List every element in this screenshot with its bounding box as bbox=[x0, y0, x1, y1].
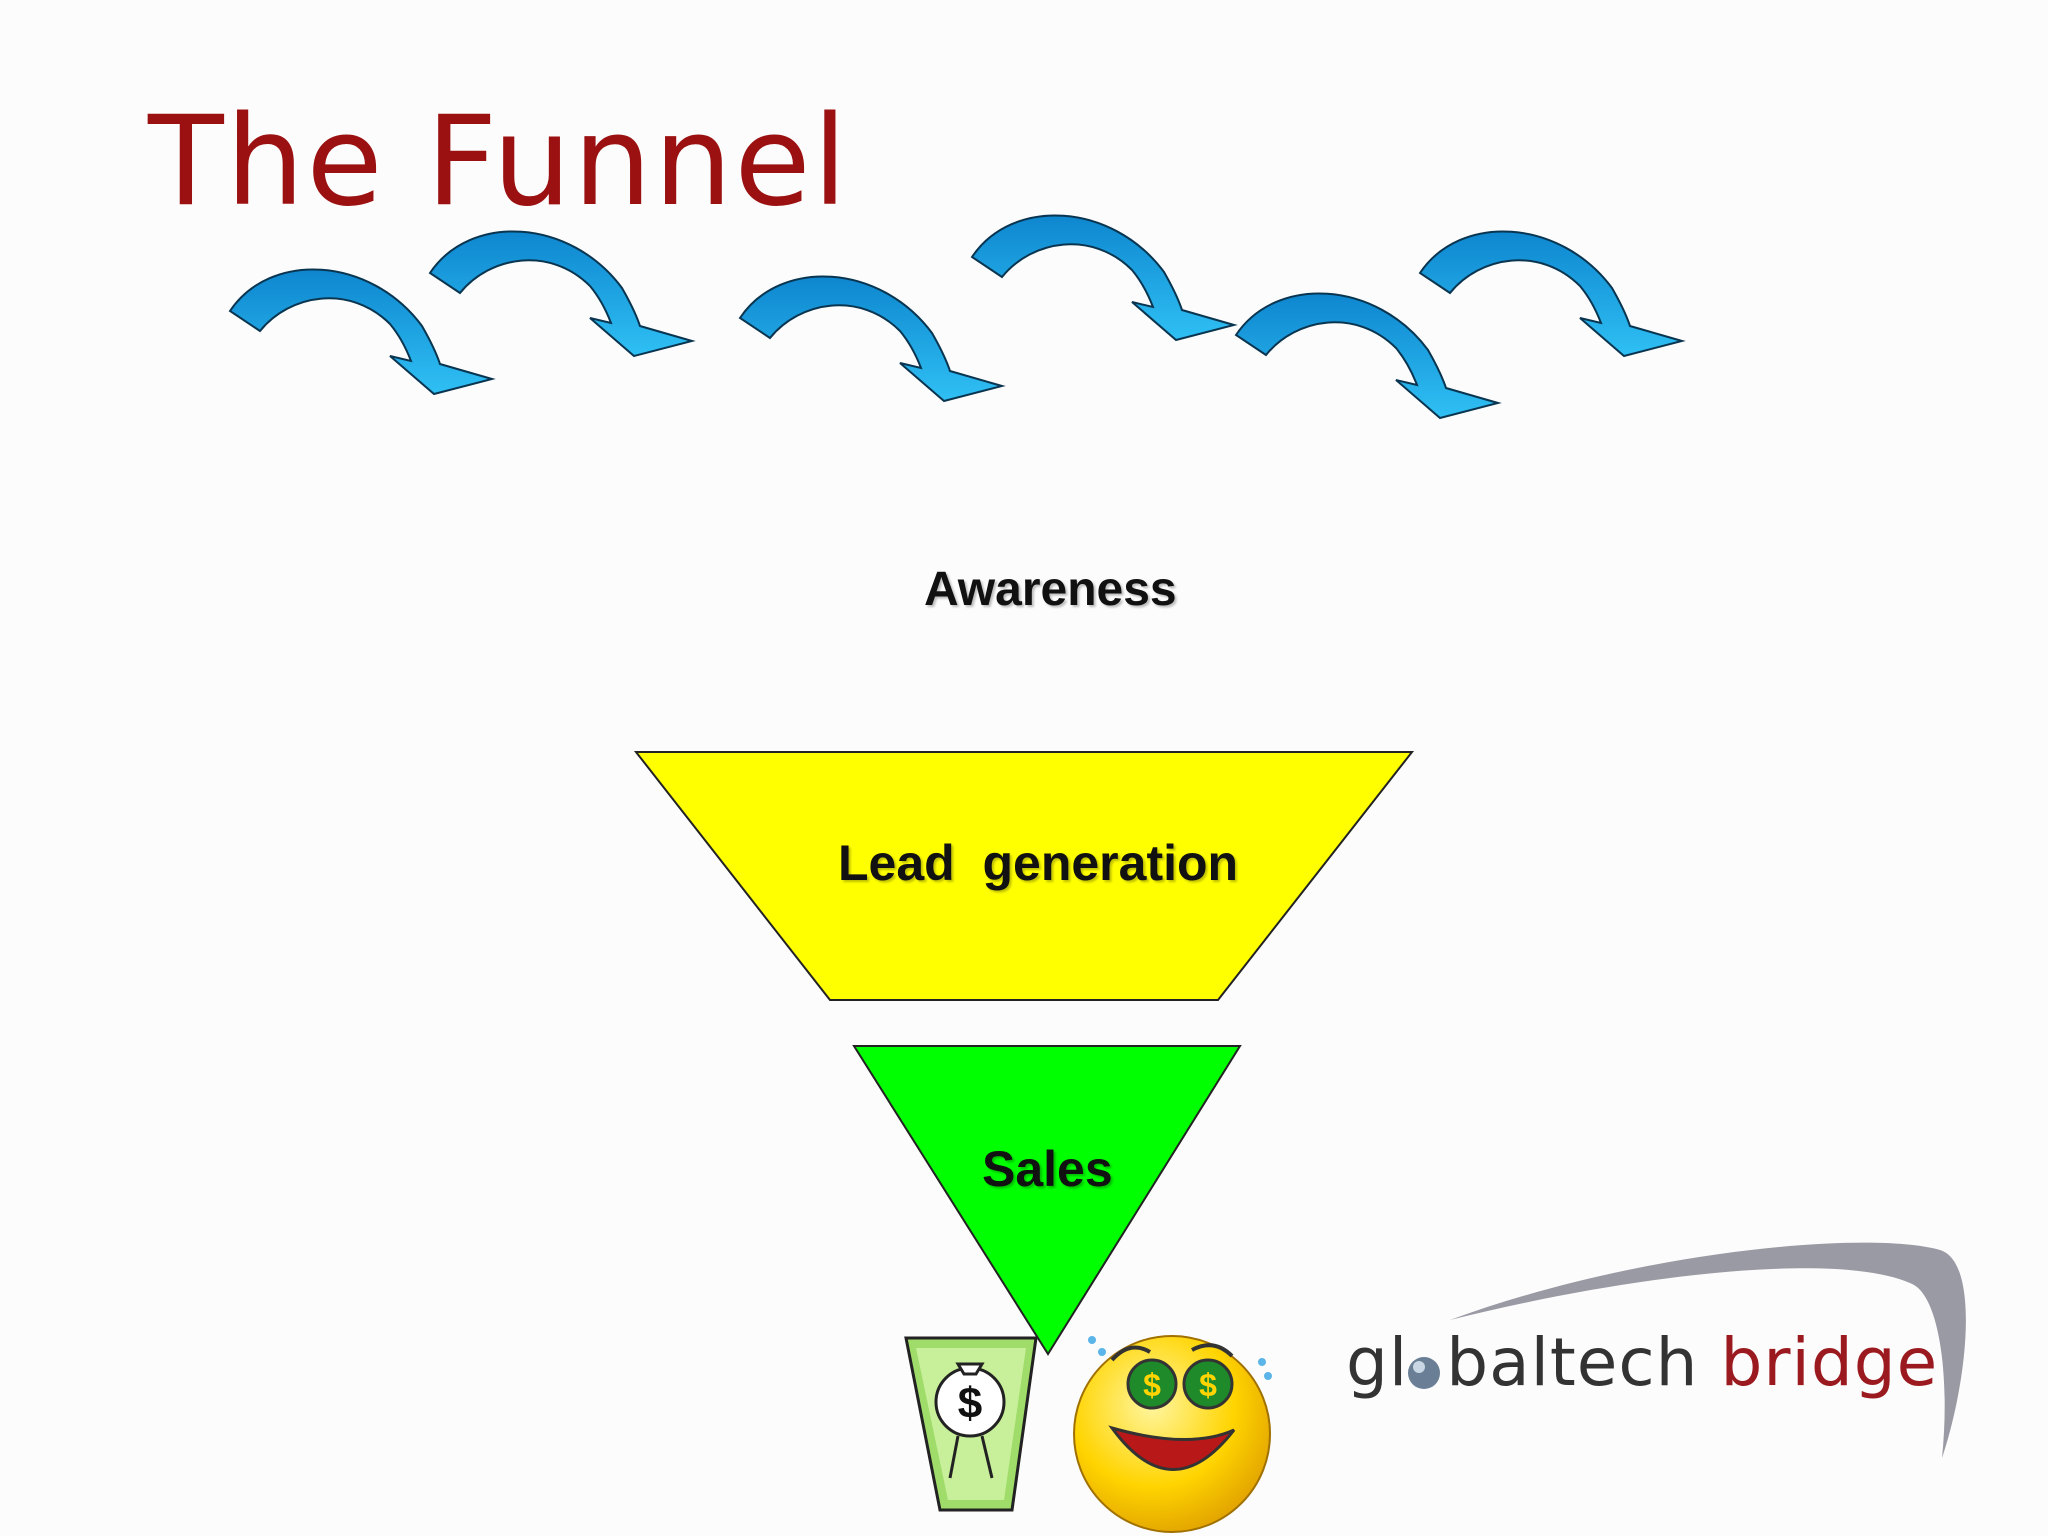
svg-text:$: $ bbox=[958, 1379, 982, 1428]
logo-text-part2: baltech bbox=[1446, 1324, 1699, 1401]
svg-text:$: $ bbox=[1199, 1367, 1217, 1403]
globe-icon bbox=[1408, 1357, 1440, 1389]
money-bag-cup-icon: $ bbox=[904, 1336, 1038, 1512]
logo-text-part1: gl bbox=[1346, 1324, 1409, 1401]
funnel-stage-sales bbox=[852, 1045, 1242, 1356]
money-eyes-smiley-icon: $ $ bbox=[1073, 1335, 1272, 1533]
logo-swoosh bbox=[1450, 1242, 1966, 1458]
svg-text:$: $ bbox=[1143, 1367, 1161, 1403]
stage-label-sales: Sales bbox=[982, 1141, 1113, 1197]
stage-label-lead-generation: Lead generation bbox=[838, 835, 1239, 891]
stage-label-awareness: Awareness bbox=[924, 563, 1177, 616]
page-title: The Funnel bbox=[148, 90, 850, 234]
logo-text-part3: bridge bbox=[1720, 1324, 1939, 1401]
funnel-stage-lead-generation bbox=[633, 751, 1415, 1001]
